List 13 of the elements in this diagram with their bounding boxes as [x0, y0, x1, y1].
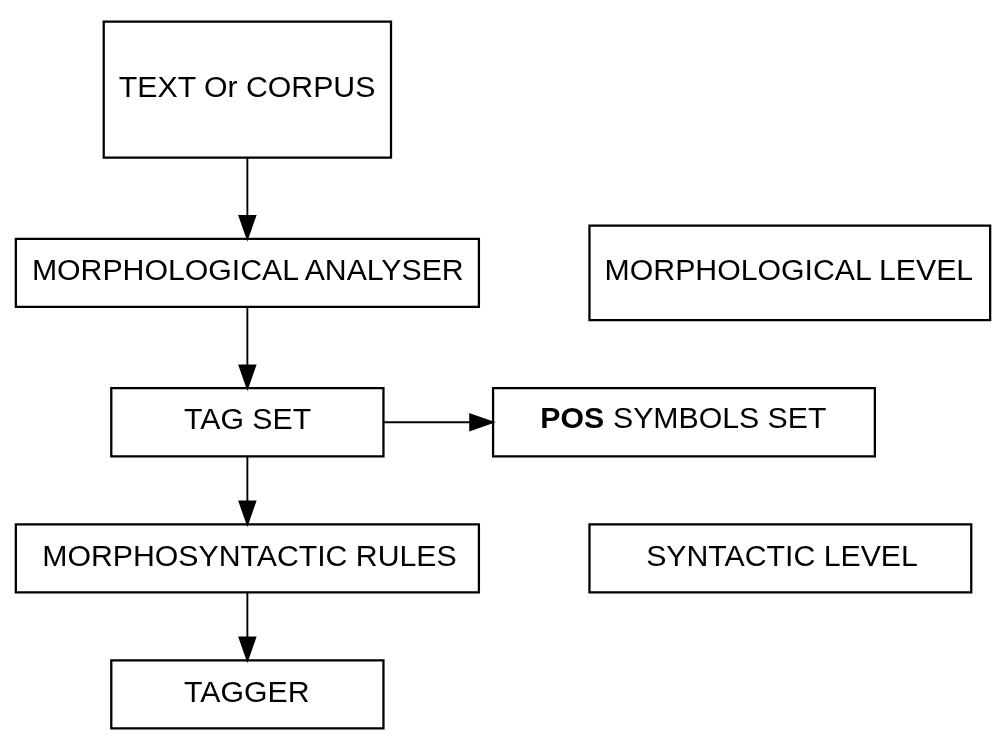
arrow — [238, 455, 257, 527]
arrow — [238, 591, 257, 664]
node-box: POS SYMBOLS SET — [491, 387, 876, 458]
node-box: MORPHOSYNTACTIC RULES — [14, 523, 481, 594]
node-box: TEXT Or CORPUS — [102, 20, 393, 159]
node-box: MORPHOLOGICAL LEVEL — [588, 224, 992, 322]
node-box: TAG SET — [110, 387, 385, 458]
node-box: TAGGER — [110, 659, 385, 730]
node-box: SYNTACTIC LEVEL — [588, 523, 973, 594]
arrow — [238, 306, 257, 391]
node-box: MORPHOLOGICAL ANALYSER — [14, 237, 481, 309]
arrow — [238, 156, 257, 242]
arrow — [382, 412, 496, 432]
